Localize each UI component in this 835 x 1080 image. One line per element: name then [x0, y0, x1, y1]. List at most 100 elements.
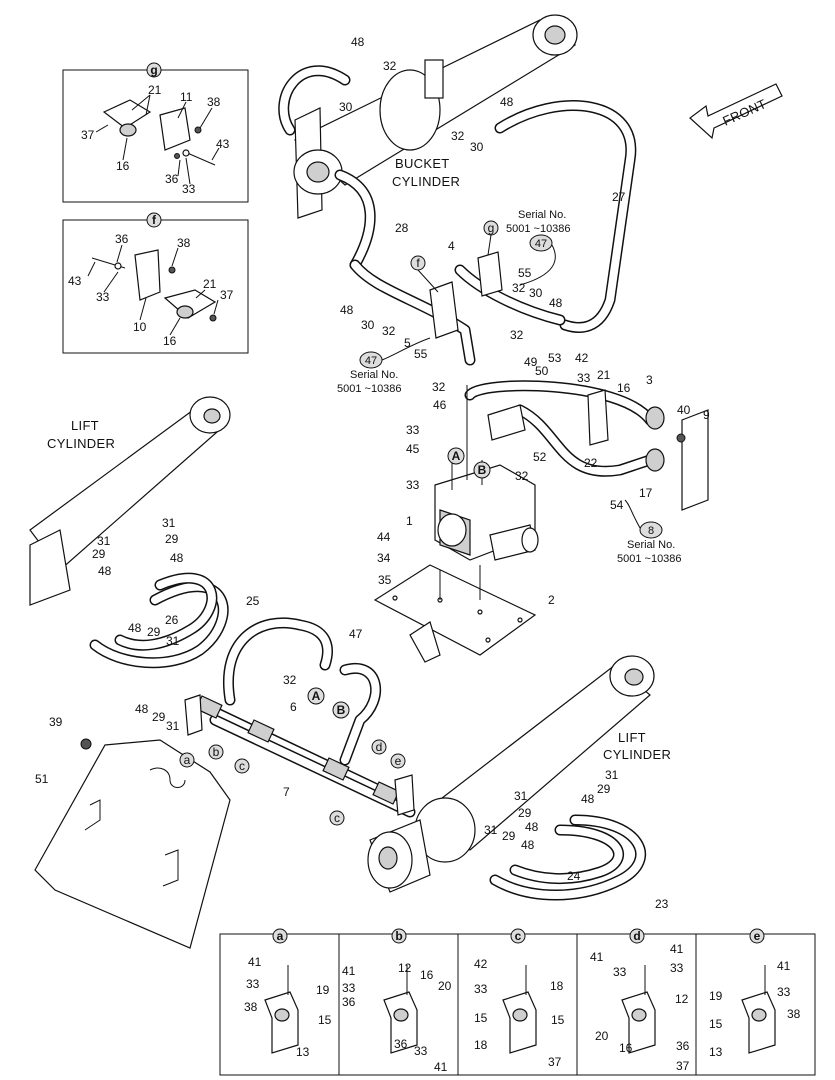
label-36: 36 — [165, 172, 179, 186]
detail-d-label-41: 41 — [590, 950, 604, 964]
part-label-3: 3 — [646, 373, 653, 387]
part-label-23: 23 — [655, 897, 669, 911]
detail-e-label-15: 15 — [709, 1017, 723, 1031]
part-label-32: 32 — [432, 380, 446, 394]
part-label-48: 48 — [135, 702, 149, 716]
bucket-cylinder-label-1: BUCKET — [395, 156, 450, 171]
marker-c-2: c — [334, 811, 340, 825]
part-label-29: 29 — [92, 547, 106, 561]
part-label-48: 48 — [98, 564, 112, 578]
inset-g-badge — [146, 62, 162, 78]
marker-c: c — [239, 759, 245, 773]
part-label-31: 31 — [514, 789, 528, 803]
bracket-part — [159, 107, 191, 151]
serial-note-1-line2: 5001 ~10386 — [506, 223, 571, 235]
valve-tubes — [349, 251, 709, 511]
part-label-31: 31 — [97, 534, 111, 548]
part-label-16: 16 — [617, 381, 631, 395]
detail-a-letter: a — [277, 929, 284, 943]
bracket-f — [429, 281, 459, 339]
control-valve — [434, 385, 539, 561]
detail-d-label-41: 41 — [670, 942, 684, 956]
detail-e-label-33: 33 — [777, 985, 791, 999]
detail-b-label-16: 16 — [420, 968, 434, 982]
cover-plate-51 — [34, 739, 231, 949]
bucket-cylinder-valve — [424, 59, 444, 99]
detail-d-bushing — [631, 1008, 647, 1022]
part-label-2: 2 — [548, 593, 555, 607]
part-label-31: 31 — [605, 768, 619, 782]
detail-a-label-15: 15 — [318, 1013, 332, 1027]
part-label-48: 48 — [500, 95, 514, 109]
label-38: 38 — [207, 95, 221, 109]
part-label-29: 29 — [597, 782, 611, 796]
part-label-48: 48 — [525, 820, 539, 834]
detail-d-label-16: 16 — [619, 1041, 633, 1055]
washer-part — [182, 149, 190, 157]
part-label-30: 30 — [339, 100, 353, 114]
part-label-32: 32 — [510, 328, 524, 342]
part-label-48: 48 — [581, 792, 595, 806]
detail-d-label-37: 37 — [676, 1059, 690, 1073]
part-label-30: 30 — [529, 286, 543, 300]
port-a-tube: A — [312, 689, 321, 703]
part-label-48: 48 — [521, 838, 535, 852]
hoses — [89, 65, 656, 901]
detail-a-label-19: 19 — [316, 983, 330, 997]
port-labels: A B A B — [307, 447, 491, 719]
lift-cylinder-left-tube — [29, 529, 71, 606]
control-valve-spool-end — [437, 513, 467, 547]
inset-f-leaders — [87, 244, 219, 336]
part-label-48: 48 — [170, 551, 184, 565]
part-label-4: 4 — [448, 239, 455, 253]
part-label-29: 29 — [147, 625, 161, 639]
part-label-46: 46 — [433, 398, 447, 412]
part-label-31: 31 — [166, 634, 180, 648]
part-label-48: 48 — [128, 621, 142, 635]
detail-b-label-41: 41 — [434, 1060, 448, 1074]
detail-a-label-13: 13 — [296, 1045, 310, 1059]
part-label-29: 29 — [152, 710, 166, 724]
detail-d-label-12: 12 — [675, 992, 689, 1006]
detail-b-label-33: 33 — [414, 1044, 428, 1058]
detail-d-label-33: 33 — [670, 961, 684, 975]
part-label-45: 45 — [406, 442, 420, 456]
part-label-48: 48 — [340, 303, 354, 317]
detail-a-label-38: 38 — [244, 1000, 258, 1014]
lift-cylinder-left: LIFT CYLINDER — [29, 396, 231, 606]
marker-f: f — [416, 256, 420, 270]
part-label-49: 49 — [524, 355, 538, 369]
part-label-28: 28 — [395, 221, 409, 235]
part-label-53: 53 — [548, 351, 562, 365]
marker-g: g — [488, 221, 495, 235]
detail-b-label-41: 41 — [342, 964, 356, 978]
inset-g: g 21 11 38 37 16 43 36 33 — [62, 62, 249, 203]
part-label-7: 7 — [283, 785, 290, 799]
detail-b-label-36: 36 — [342, 995, 356, 1009]
detail-b-label-12: 12 — [398, 961, 412, 975]
part-label-39: 39 — [49, 715, 63, 729]
part-label-44: 44 — [377, 530, 391, 544]
label-37: 37 — [81, 128, 95, 142]
nut-part — [209, 314, 217, 322]
serial-note-middle: 47 Serial No. 5001 ~10386 — [337, 337, 431, 395]
serial-note-right: 8 Serial No. 5001 ~10386 — [617, 499, 682, 565]
detail-b-label-36: 36 — [394, 1037, 408, 1051]
serial-note-2-line2: 5001 ~10386 — [337, 383, 402, 395]
port-b-valve: B — [478, 463, 487, 477]
part-label-52: 52 — [533, 450, 547, 464]
detail-a-label-41: 41 — [248, 955, 262, 969]
detail-e-label-13: 13 — [709, 1045, 723, 1059]
serial-note-1-line1: Serial No. — [518, 209, 566, 221]
part-label-32: 32 — [512, 281, 526, 295]
lift-cylinder-right: LIFT CYLINDER — [367, 655, 671, 893]
label-21: 21 — [148, 83, 162, 97]
part-label-30: 30 — [470, 140, 484, 154]
clamp-bushing — [119, 123, 137, 137]
lift-right-label-2: CYLINDER — [603, 747, 671, 762]
part-label-32: 32 — [382, 324, 396, 338]
serial-note-1-badge: 47 — [535, 238, 547, 250]
